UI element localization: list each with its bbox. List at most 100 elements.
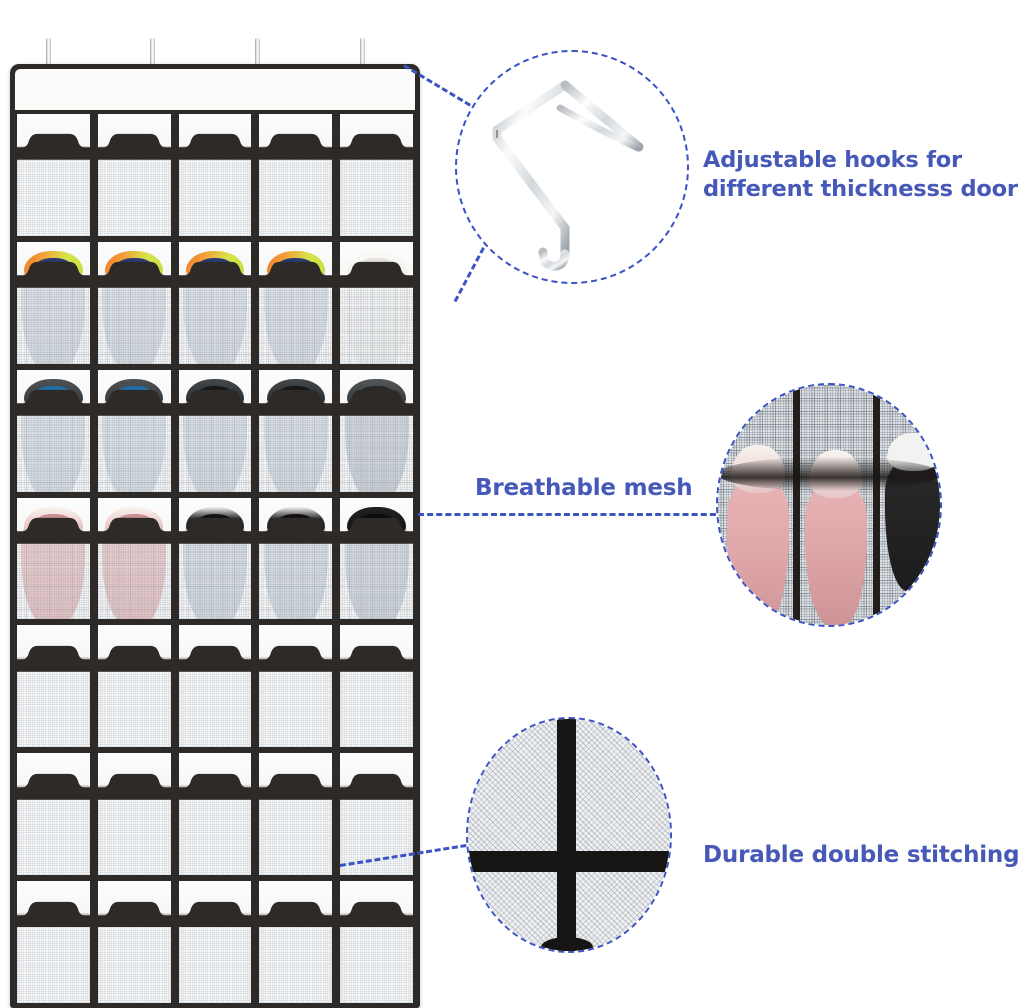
pocket-cell: [338, 114, 415, 238]
pocket-row: [15, 114, 415, 238]
pocket-binding: [17, 773, 90, 800]
pocket-cell: [95, 881, 173, 1006]
pocket-binding: [259, 389, 333, 416]
empty-mesh-face: [97, 145, 171, 236]
pocket-binding: [178, 773, 252, 800]
mesh-overlay: [17, 535, 90, 620]
pocket-cell: [176, 881, 254, 1006]
mesh-pocket: [259, 241, 333, 364]
pocket-cell: [15, 881, 92, 1006]
empty-mesh-face: [340, 912, 413, 1004]
pocket-row: [15, 241, 415, 366]
mesh-overlay: [178, 279, 252, 364]
mesh-pocket: [340, 114, 413, 236]
pocket-binding: [17, 645, 90, 672]
pocket-cell: [95, 241, 173, 366]
empty-mesh-face: [17, 784, 90, 876]
empty-mesh-face: [97, 784, 171, 876]
mesh-overlay: [17, 407, 90, 492]
pocket-cell: [15, 625, 92, 750]
pocket-cell: [338, 497, 415, 622]
pocket-cell: [95, 753, 173, 878]
horizontal-stitch: [468, 851, 670, 873]
pocket-binding: [97, 517, 171, 544]
mesh-overlay: [259, 535, 333, 620]
mesh-overlay: [340, 535, 413, 620]
mesh-overlay: [340, 407, 413, 492]
mesh-pocket: [259, 497, 333, 620]
pocket-binding: [178, 645, 252, 672]
mesh-pocket: [340, 753, 413, 876]
empty-mesh-face: [340, 657, 413, 748]
vertical-stitch: [556, 719, 577, 951]
callout-circle-hooks: [455, 50, 689, 284]
mesh-overlay: [97, 279, 171, 364]
mesh-pocket: [97, 497, 171, 620]
empty-mesh-face: [97, 912, 171, 1004]
mesh-pocket: [259, 114, 333, 236]
mesh-pockets-photo: [718, 385, 940, 625]
pocket-cell: [176, 497, 254, 622]
mesh-overlay: [178, 407, 252, 492]
pocket-binding: [340, 517, 413, 544]
mesh-pocket: [178, 369, 252, 492]
mesh-pocket: [17, 369, 90, 492]
organizer-frame: [10, 64, 420, 1008]
pocket-binding: [17, 133, 90, 161]
pocket-row: [15, 497, 415, 622]
pocket-cell: [15, 497, 92, 622]
pocket-binding: [340, 133, 413, 161]
callout-label-mesh: Breathable mesh: [475, 474, 775, 504]
empty-mesh-face: [259, 912, 333, 1004]
pocket-cell: [338, 753, 415, 878]
pocket-cell: [257, 369, 335, 494]
pocket-row: [15, 753, 415, 878]
pocket-binding: [97, 389, 171, 416]
empty-mesh-face: [340, 784, 413, 876]
empty-mesh-face: [97, 657, 171, 748]
empty-mesh-face: [17, 145, 90, 236]
cross-stitch-photo: [468, 719, 670, 951]
mesh-pocket: [178, 497, 252, 620]
mesh-overlay: [97, 535, 171, 620]
pocket-cell: [15, 114, 92, 238]
mesh-pocket: [97, 241, 171, 364]
pocket-row: [15, 625, 415, 750]
empty-mesh-face: [178, 784, 252, 876]
mesh-pocket: [259, 625, 333, 748]
pocket-binding: [340, 645, 413, 672]
mesh-overlay: [17, 279, 90, 364]
product-shoe-organizer: [10, 38, 420, 1008]
pocket-cell: [176, 241, 254, 366]
pocket-binding: [97, 645, 171, 672]
pocket-cell: [176, 114, 254, 238]
callout-circle-stitching: [466, 717, 672, 953]
mesh-pocket: [178, 753, 252, 876]
pocket-binding: [97, 901, 171, 928]
pocket-cell: [95, 625, 173, 750]
callout-hooks-line1: Adjustable hooks for: [703, 147, 962, 173]
mesh-pocket: [17, 241, 90, 364]
pocket-binding: [17, 389, 90, 416]
mesh-pocket: [259, 369, 333, 492]
empty-mesh-face: [178, 657, 252, 748]
empty-mesh-face: [259, 657, 333, 748]
pocket-binding: [259, 261, 333, 289]
callout-mesh-line1: Breathable mesh: [475, 475, 693, 501]
mesh-pocket: [340, 241, 413, 364]
pocket-binding: [97, 773, 171, 800]
mesh-pocket: [178, 881, 252, 1004]
pocket-cell: [95, 369, 173, 494]
mesh-overlay: [97, 407, 171, 492]
empty-mesh-face: [17, 657, 90, 748]
mesh-overlay: [178, 535, 252, 620]
pocket-binding: [178, 389, 252, 416]
pocket-binding: [340, 773, 413, 800]
pocket-binding: [259, 133, 333, 161]
mesh-pocket: [17, 881, 90, 1004]
pocket-cell: [15, 369, 92, 494]
organizer-header-band: [15, 69, 415, 110]
pocket-cell: [257, 241, 335, 366]
empty-mesh-face: [259, 784, 333, 876]
callout-label-hooks: Adjustable hooks for different thickness…: [703, 146, 1024, 205]
